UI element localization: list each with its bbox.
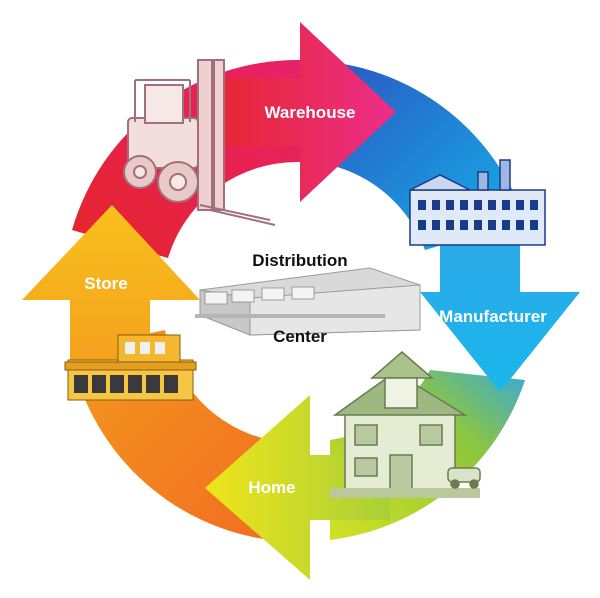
factory-icon <box>409 159 546 246</box>
house-icon <box>330 351 481 498</box>
warehouse-label: Warehouse <box>264 103 355 122</box>
home-label: Home <box>248 478 295 497</box>
center-title-line-1: Distribution <box>252 251 347 270</box>
warehouse-arrow <box>205 22 396 202</box>
manufacturer-arrow <box>420 210 580 392</box>
home-arrow <box>205 395 390 580</box>
store-label: Store <box>84 274 127 293</box>
store-building-icon <box>64 334 197 401</box>
distribution-center-icon <box>195 267 421 336</box>
store-arrow <box>22 205 200 395</box>
forklift-icon <box>123 59 276 226</box>
center-title-line-2: Center <box>273 327 327 346</box>
manufacturer-label: Manufacturer <box>439 307 547 326</box>
